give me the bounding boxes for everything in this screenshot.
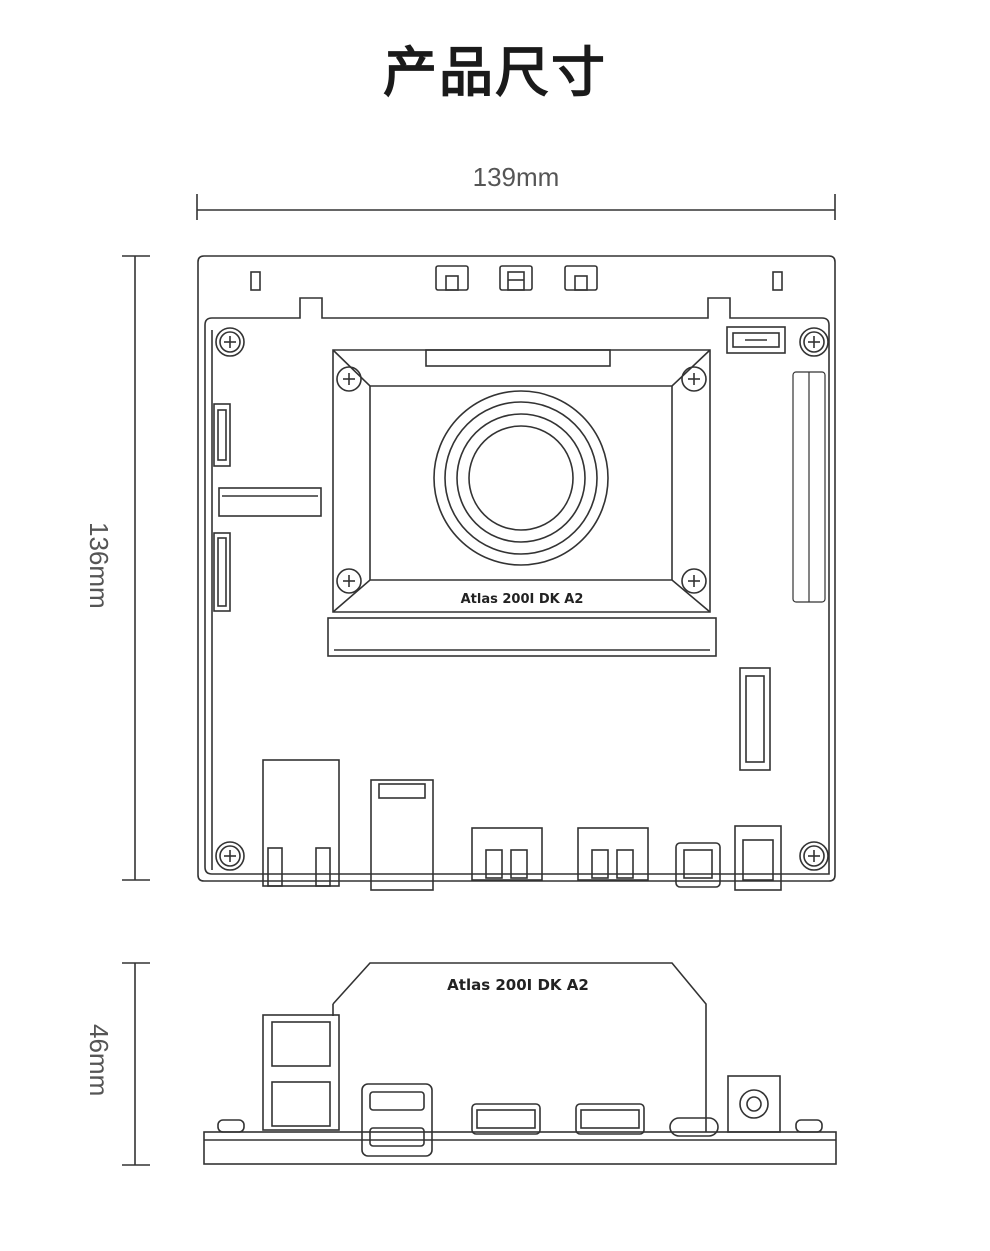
gpio-header (792, 371, 826, 603)
width-dimension-label: 139mm (472, 162, 560, 192)
depth-dimension-line (122, 255, 150, 881)
board-top-view (197, 255, 836, 891)
screw-icon (799, 841, 829, 871)
screw-icon (681, 568, 707, 594)
screw-icon (336, 568, 362, 594)
side-view-model-label: Atlas 200I DK A2 (447, 976, 589, 994)
width-dimension-line (196, 194, 836, 220)
board-side-view (203, 962, 837, 1165)
height-dimension-line (122, 962, 150, 1166)
screw-icon (215, 841, 245, 871)
page-title: 产品尺寸 (383, 41, 607, 104)
top-view-model-label: Atlas 200I DK A2 (460, 592, 584, 607)
screw-icon (681, 366, 707, 392)
screw-icon (215, 327, 245, 357)
fan-icon (433, 390, 609, 566)
screw-icon (799, 327, 829, 357)
npu-module (327, 349, 717, 657)
screw-icon (336, 366, 362, 392)
